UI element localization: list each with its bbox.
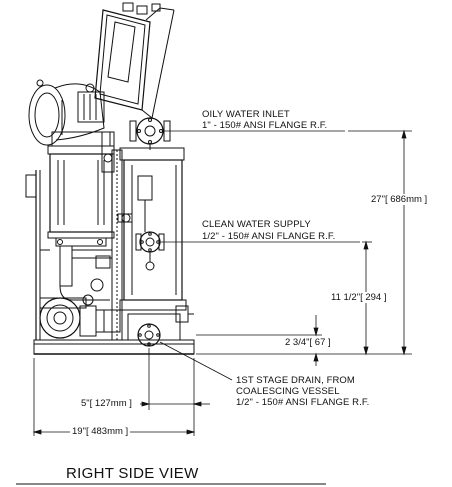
dim-total-width: 19"[ 483mm ] <box>70 426 131 437</box>
dim-drain-height: 2 3/4"[ 67 ] <box>284 337 332 348</box>
dim-total-height: 27"[ 686mm ] <box>370 194 429 205</box>
clean-supply-spec: 1/2" - 150# ANSI FLANGE R.F. <box>202 231 336 242</box>
left-frame <box>25 170 50 340</box>
drain-label-line1: 1ST STAGE DRAIN, FROM <box>236 375 355 386</box>
oily-inlet-flange <box>129 117 171 150</box>
clean-supply-flange <box>135 231 165 271</box>
drain-flange <box>137 305 194 347</box>
dim-clean-height: 11 1/2"[ 294 ] <box>330 292 388 303</box>
oily-inlet-title: OILY WATER INLET <box>202 109 290 120</box>
control-panel-lid <box>94 2 175 119</box>
clean-supply-title: CLEAN WATER SUPPLY <box>202 219 311 230</box>
center-piping <box>59 149 123 341</box>
oily-inlet-spec: 1" - 150# ANSI FLANGE R.F. <box>202 120 328 131</box>
left-filter-housing <box>47 131 115 247</box>
upper-motor <box>28 79 105 146</box>
horizontal-dimensions <box>32 348 210 436</box>
drain-label-line2: COALESCING VESSEL <box>236 386 340 397</box>
view-title: RIGHT SIDE VIEW <box>66 465 199 482</box>
coalescing-vessel <box>117 147 187 311</box>
lower-pump <box>39 294 181 341</box>
vertical-dimensions <box>196 129 412 366</box>
leader-lines <box>159 130 360 381</box>
drain-label-line3: 1/2" - 150# ANSI FLANGE R.F. <box>236 397 370 408</box>
dim-drain-offset: 5"[ 127mm ] <box>80 398 133 409</box>
